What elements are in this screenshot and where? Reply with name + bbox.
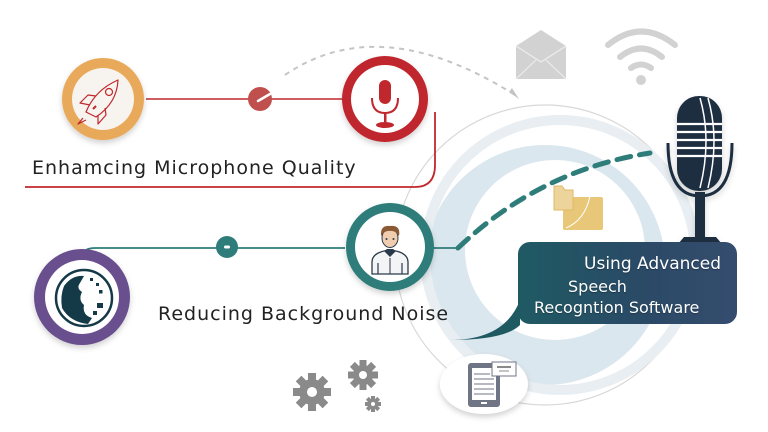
folder-icon [553, 185, 603, 230]
vintage-microphone-icon [666, 96, 734, 244]
teal-node [216, 236, 238, 258]
rocket-node [62, 58, 144, 140]
arrow-head [509, 88, 519, 99]
globe-icon [54, 268, 114, 328]
connector-line-teal [81, 247, 345, 259]
person-icon [371, 225, 409, 275]
envelope-icon [515, 30, 567, 80]
callout-line-1: Using Advanced [584, 254, 721, 274]
wifi-icon [605, 28, 678, 85]
step-label-background-noise: Reducing Background Noise [158, 303, 450, 325]
dashed-teal-curve [455, 150, 653, 251]
globe-node [34, 249, 130, 345]
connector-line-red-underline [25, 112, 436, 188]
gear-icon [365, 396, 381, 412]
rocket-icon [77, 79, 119, 125]
microphone-icon [371, 80, 399, 128]
red-node [248, 87, 272, 111]
gear-icon [348, 360, 378, 390]
step-label-microphone-quality: Enhamcing Microphone Quality [32, 157, 357, 179]
speech-recognition-callout: Using Advanced Speech Recogntion Softwar… [518, 242, 737, 324]
callout-line-2: Speech [568, 277, 627, 296]
callout-line-3: Recogntion Software [534, 298, 700, 317]
gear-icon [293, 373, 331, 411]
callout-swoosh [450, 300, 520, 340]
tablet-document-icon [468, 361, 517, 407]
dashed-arc [284, 45, 516, 96]
